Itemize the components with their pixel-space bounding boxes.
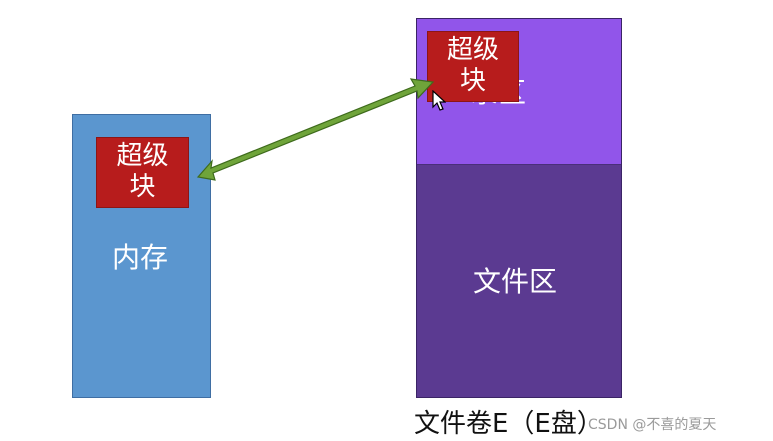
- memory-superblock-line2: 块: [129, 172, 156, 202]
- volume-superblock: 超级 块: [427, 31, 519, 102]
- volume-outline: [416, 18, 622, 398]
- file-region-label: 文件区: [473, 265, 558, 298]
- memory-label: 内存: [112, 241, 169, 274]
- memory-superblock: 超级 块: [96, 137, 189, 208]
- volume-file-region: [416, 164, 622, 398]
- volume-caption: 文件卷E（E盘）: [414, 409, 603, 439]
- watermark: CSDN @不喜的夏天: [588, 417, 717, 433]
- memory-superblock-line1: 超级: [116, 141, 169, 171]
- superblock-transfer-arrow: [196, 78, 435, 181]
- volume-superblock-line2: 块: [459, 66, 486, 96]
- volume-superblock-line1: 超级: [446, 35, 499, 65]
- mouse-pointer-icon: [432, 90, 446, 111]
